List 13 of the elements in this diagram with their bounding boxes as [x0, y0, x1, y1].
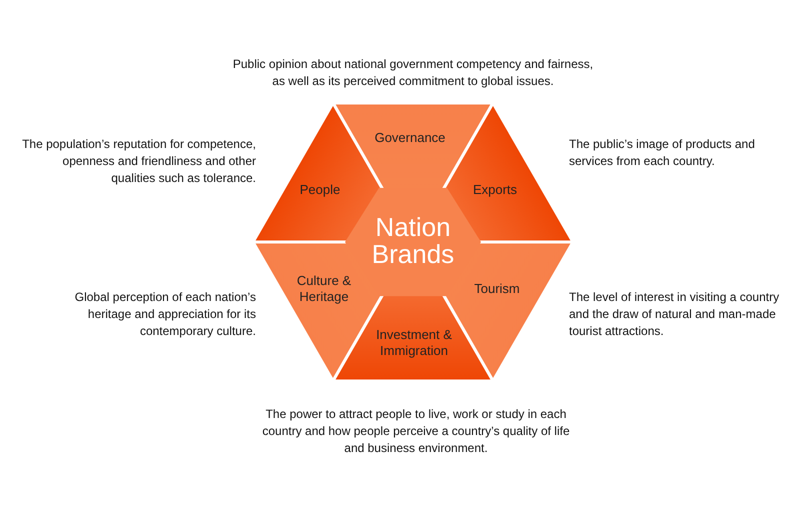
segment-label: Investment & Immigration	[375, 327, 453, 359]
description-text: The population’s reputation for competence, openness and friendliness and other qualities such as tolerance.	[21, 136, 256, 187]
center-title: Nation Brands	[370, 214, 456, 268]
segment-label: Governance	[374, 130, 446, 146]
segment-label: Exports	[472, 182, 518, 198]
description-text: The level of interest in visiting a country and the draw of natural and man-made tourist attractions.	[569, 289, 780, 340]
segment-label: Tourism	[473, 281, 521, 297]
segment-label: People	[298, 182, 342, 198]
description-text: Global perception of each nation’s heritage and appreciation for its contemporary culture.	[74, 289, 256, 340]
description-text: The power to attract people to live, work or study in each country and how people perceive a country’s quality of life and business environment.	[261, 406, 571, 457]
description-text: The public’s image of products and services from each country.	[569, 136, 756, 170]
segment-label: Culture & Heritage	[296, 273, 352, 305]
description-text: Public opinion about national government competency and fairness, as well as its perceived commitment to global issues.	[232, 56, 594, 90]
